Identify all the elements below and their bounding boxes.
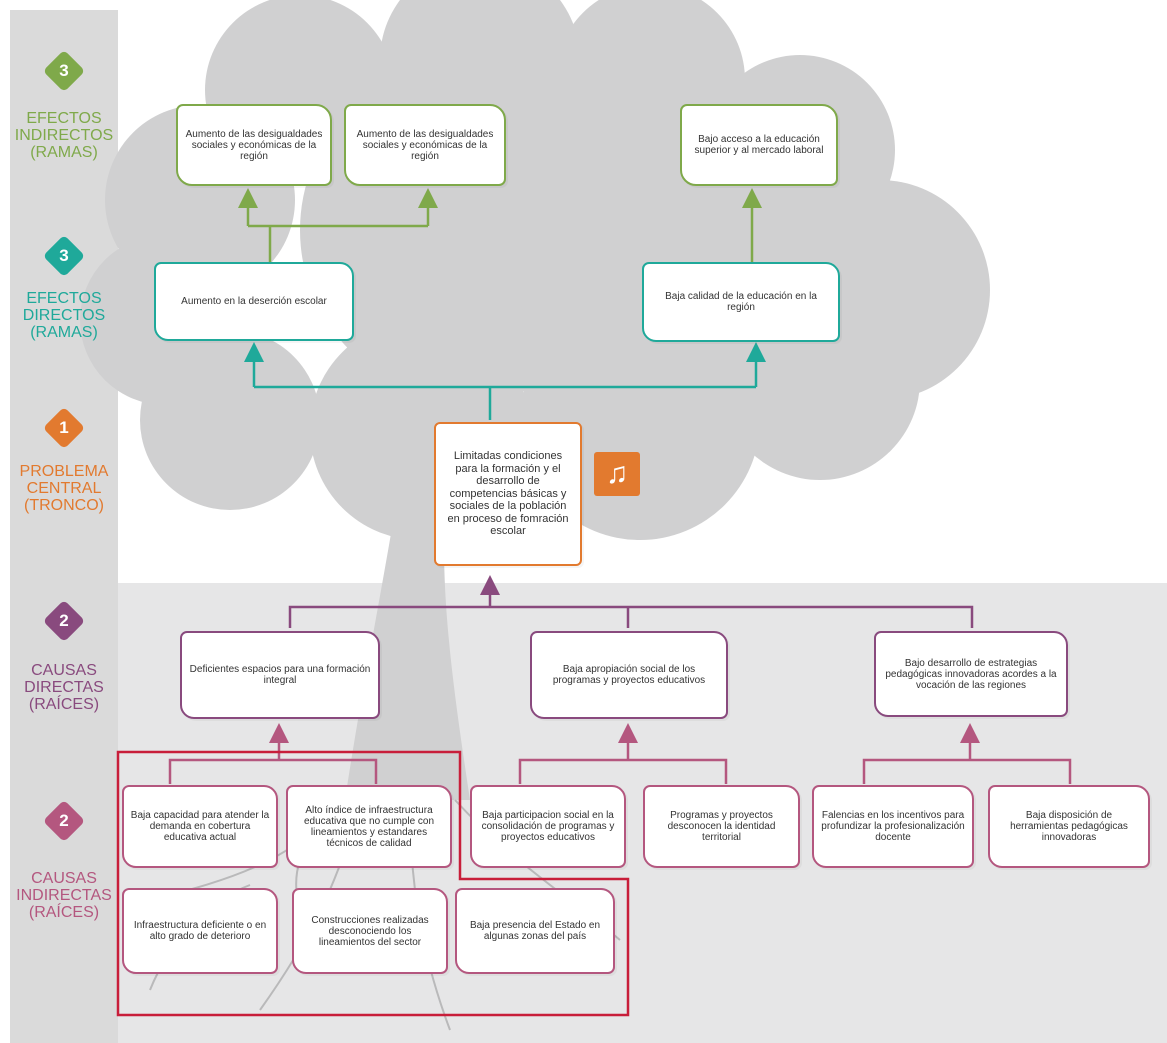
level-badge: 3 — [42, 234, 86, 278]
level-badge: 1 — [42, 406, 86, 450]
direct-cause-box: Baja apropiación social de los programas… — [530, 631, 728, 719]
indirect-cause-box: Baja capacidad para atender la demanda e… — [122, 785, 278, 868]
direct-cause-box: Deficientes espacios para una formación … — [180, 631, 380, 719]
indirect-cause-box: Falencias en los incentivos para profund… — [812, 785, 974, 868]
level-label: CAUSAS INDIRECTAS (RAÍCES) — [16, 870, 112, 921]
indirect-cause-box: Construcciones realizadas desconociendo … — [292, 888, 448, 974]
indirect-cause-box: Alto índice de infraestructura educativa… — [286, 785, 452, 868]
level-sidebar — [10, 10, 118, 1043]
level-badge: 2 — [42, 799, 86, 843]
indirect-effect-box: Aumento de las desigualdades sociales y … — [176, 104, 332, 186]
direct-cause-box: Bajo desarrollo de estrategias pedagógic… — [874, 631, 1068, 717]
direct-effect-box: Aumento en la deserción escolar — [154, 262, 354, 341]
level-badge: 2 — [42, 599, 86, 643]
level-badge: 3 — [42, 49, 86, 93]
level-label: EFECTOS INDIRECTOS (RAMAS) — [14, 110, 114, 161]
indirect-cause-box: Baja presencia del Estado en algunas zon… — [455, 888, 615, 974]
direct-effect-box: Baja calidad de la educación en la regió… — [642, 262, 840, 342]
indirect-cause-box: Baja disposición de herramientas pedagóg… — [988, 785, 1150, 868]
music-note-icon[interactable]: ♫ — [594, 452, 640, 496]
central-problem-box: Limitadas condiciones para la formación … — [434, 422, 582, 566]
indirect-effect-box: Bajo acceso a la educación superior y al… — [680, 104, 838, 186]
highlight-frame — [116, 750, 630, 1017]
indirect-cause-box: Baja participacion social en la consolid… — [470, 785, 626, 868]
indirect-cause-box: Infraestructura deficiente o en alto gra… — [122, 888, 278, 974]
indirect-cause-box: Programas y proyectos desconocen la iden… — [643, 785, 800, 868]
level-label: PROBLEMA CENTRAL (TRONCO) — [19, 463, 109, 514]
level-label: CAUSAS DIRECTAS (RAÍCES) — [24, 662, 104, 713]
level-label: EFECTOS DIRECTOS (RAMAS) — [22, 290, 106, 341]
indirect-effect-box: Aumento de las desigualdades sociales y … — [344, 104, 506, 186]
